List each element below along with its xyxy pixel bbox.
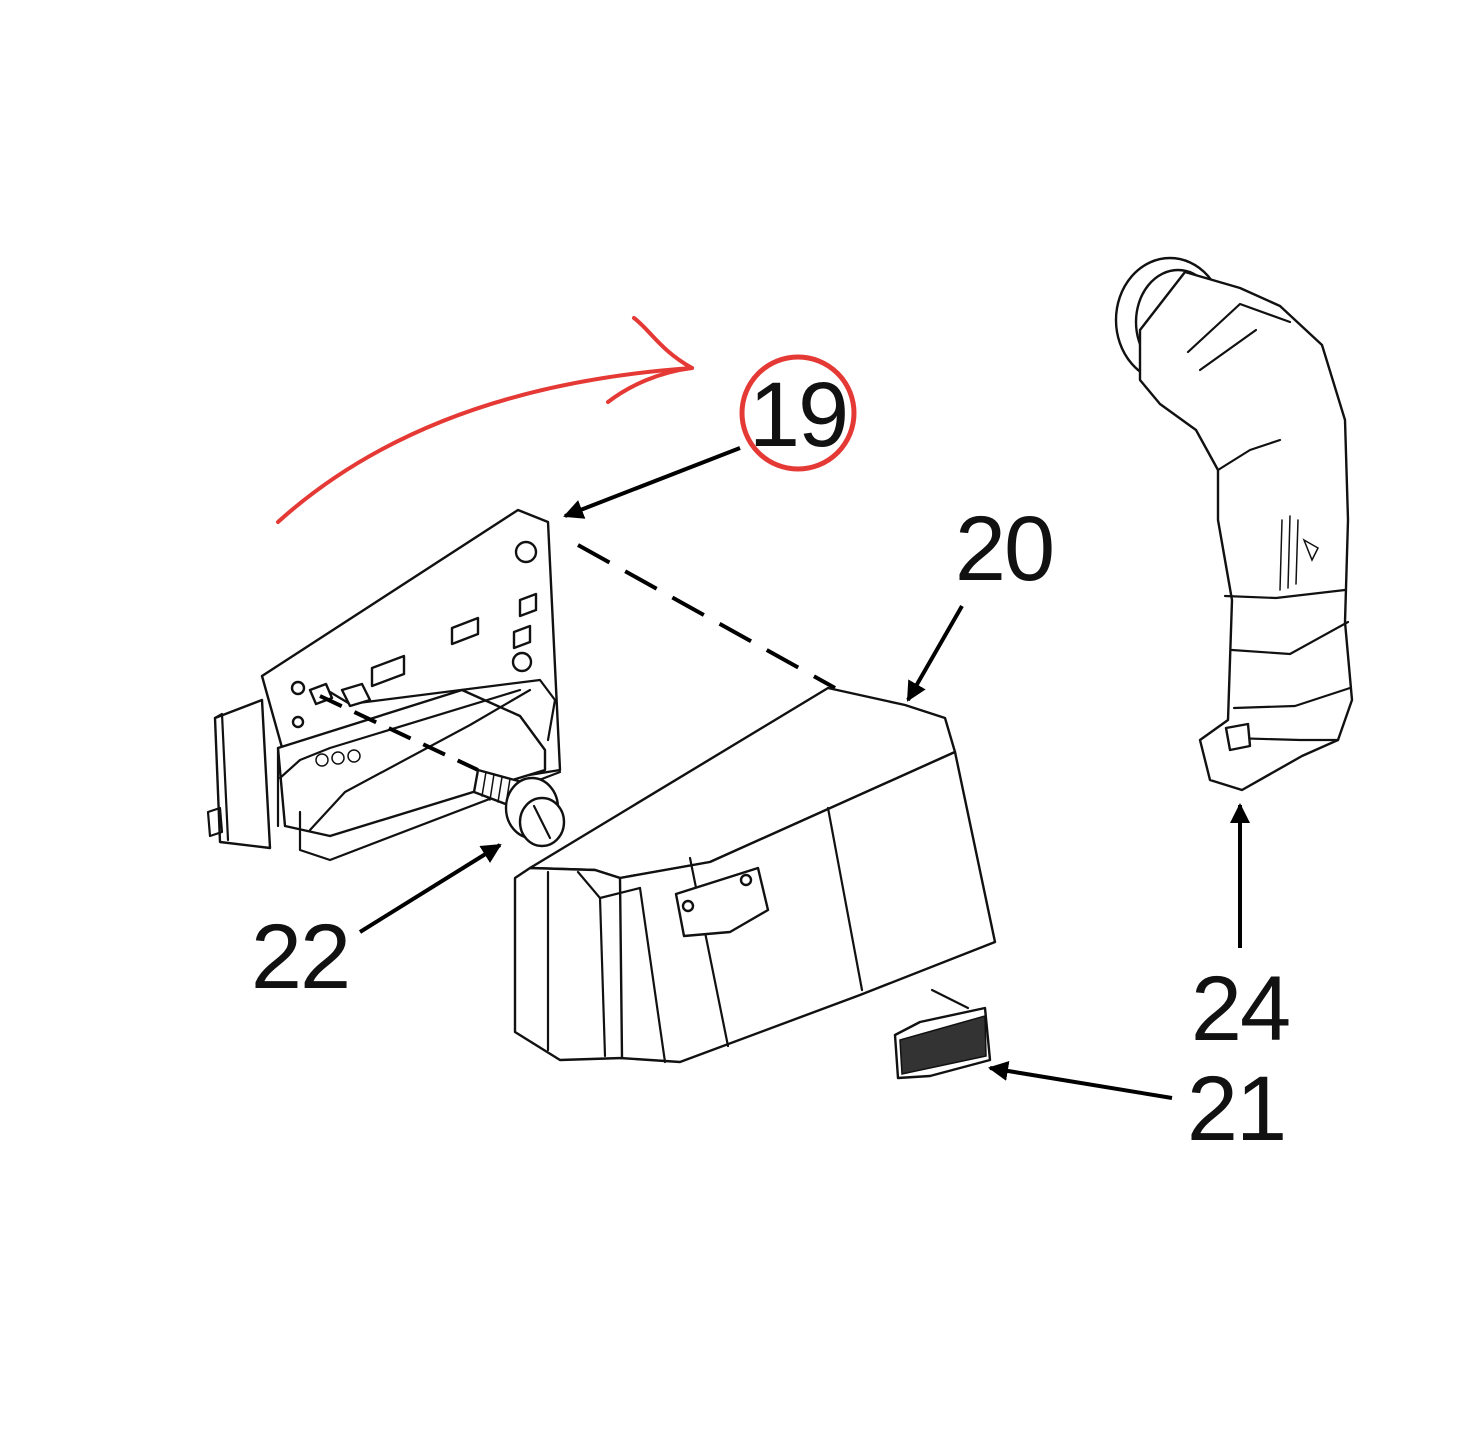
- callout-19: 19: [749, 364, 847, 466]
- part-22-screw: [472, 768, 566, 848]
- highlight-arrow-head: [606, 316, 694, 404]
- part-21-pad: [893, 988, 992, 1080]
- screw-dashed-line: [319, 694, 479, 772]
- callout-22: 22: [251, 906, 349, 1008]
- leader-arrow-21: [988, 1061, 1173, 1100]
- callout-21: 21: [1187, 1058, 1285, 1160]
- leader-arrow-22: [358, 843, 502, 934]
- leader-arrow-19: [563, 446, 741, 519]
- part-24-hose: [1114, 256, 1354, 792]
- highlight-circle-19: [739, 354, 857, 472]
- part-20-cover: [513, 686, 997, 1064]
- part-19-bracket: [206, 508, 562, 862]
- assembly-dashed-line: [577, 543, 836, 690]
- callout-20: 20: [955, 498, 1053, 600]
- leader-arrow-20: [906, 605, 964, 702]
- callout-24: 24: [1191, 958, 1289, 1060]
- highlight-arrow: [276, 366, 694, 524]
